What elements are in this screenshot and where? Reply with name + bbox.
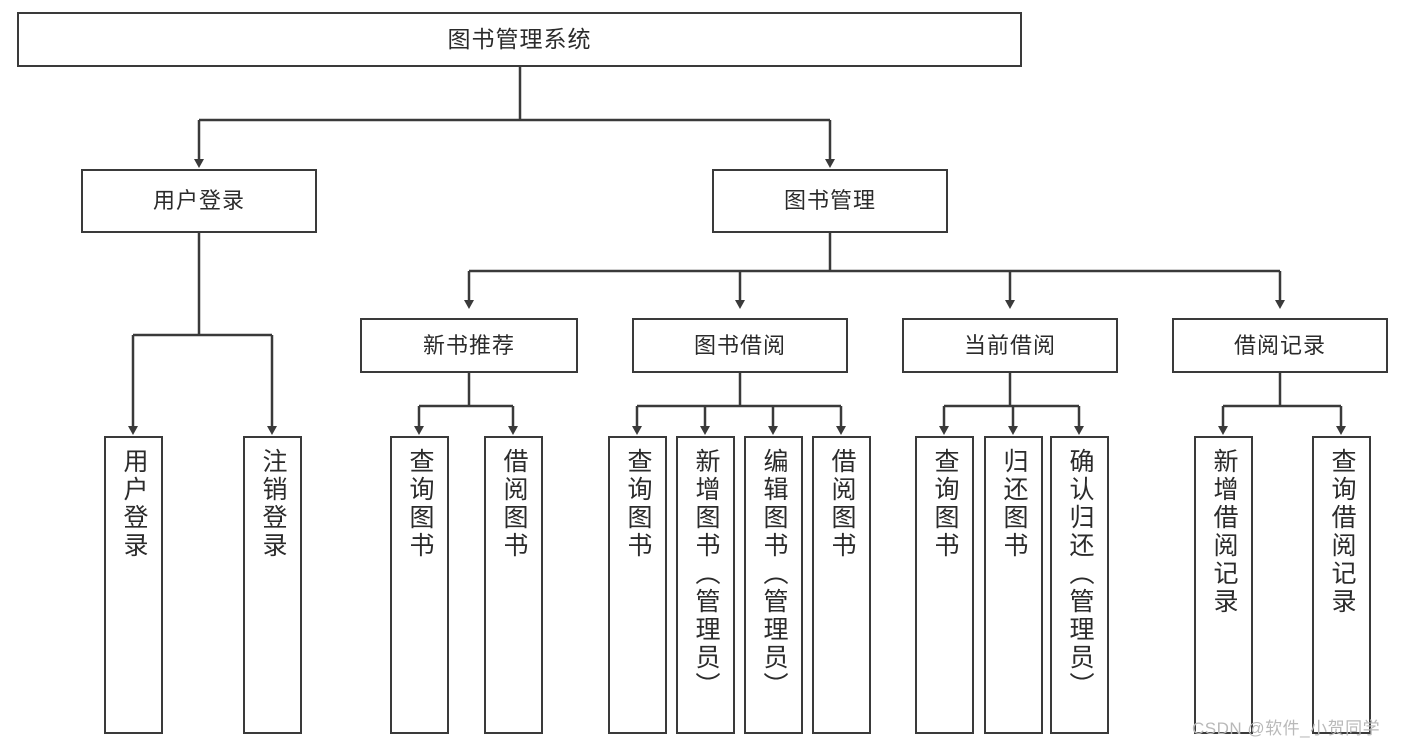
node-new-book-recommend[interactable]: 新书推荐 bbox=[360, 318, 578, 373]
node-current-borrow[interactable]: 当前借阅 bbox=[902, 318, 1118, 373]
leaf-current-borrow-return[interactable]: 归还图书 bbox=[984, 436, 1043, 734]
node-label: 新书推荐 bbox=[422, 332, 515, 358]
node-label: 归还图书 bbox=[1000, 448, 1028, 560]
node-label: 图书借阅 bbox=[693, 332, 786, 358]
leaf-user-login-login[interactable]: 用户登录 bbox=[104, 436, 163, 734]
leaf-user-login-logout[interactable]: 注销登录 bbox=[243, 436, 302, 734]
node-root-system[interactable]: 图书管理系统 bbox=[17, 12, 1022, 67]
node-book-management[interactable]: 图书管理 bbox=[712, 169, 948, 233]
node-label: 新增借阅记录 bbox=[1210, 448, 1238, 616]
node-book-borrow[interactable]: 图书借阅 bbox=[632, 318, 848, 373]
node-label: 借阅记录 bbox=[1233, 332, 1326, 358]
leaf-borrow-record-add[interactable]: 新增借阅记录 bbox=[1194, 436, 1253, 734]
node-borrow-record[interactable]: 借阅记录 bbox=[1172, 318, 1388, 373]
node-label: 编辑图书（管理员） bbox=[760, 448, 788, 700]
node-label: 图书管理系统 bbox=[447, 25, 592, 52]
leaf-current-borrow-confirm-return[interactable]: 确认归还（管理员） bbox=[1050, 436, 1109, 734]
node-label: 当前借阅 bbox=[963, 332, 1056, 358]
leaf-new-book-borrow[interactable]: 借阅图书 bbox=[484, 436, 543, 734]
leaf-book-borrow-query[interactable]: 查询图书 bbox=[608, 436, 667, 734]
leaf-book-borrow-borrow[interactable]: 借阅图书 bbox=[812, 436, 871, 734]
node-label: 注销登录 bbox=[259, 448, 287, 560]
leaf-borrow-record-query[interactable]: 查询借阅记录 bbox=[1312, 436, 1371, 734]
leaf-book-borrow-edit[interactable]: 编辑图书（管理员） bbox=[744, 436, 803, 734]
node-label: 用户登录 bbox=[152, 188, 245, 214]
node-label: 确认归还（管理员） bbox=[1066, 448, 1094, 700]
node-label: 查询图书 bbox=[931, 448, 959, 560]
node-label: 新增图书（管理员） bbox=[692, 448, 720, 700]
node-label: 借阅图书 bbox=[500, 448, 528, 560]
node-user-login[interactable]: 用户登录 bbox=[81, 169, 317, 233]
leaf-book-borrow-add[interactable]: 新增图书（管理员） bbox=[676, 436, 735, 734]
node-label: 借阅图书 bbox=[828, 448, 856, 560]
node-label: 查询借阅记录 bbox=[1328, 448, 1356, 616]
watermark: CSDN @软件_小贺同学 bbox=[1192, 719, 1381, 738]
node-label: 图书管理 bbox=[783, 188, 876, 214]
node-label: 用户登录 bbox=[120, 448, 148, 560]
leaf-new-book-query[interactable]: 查询图书 bbox=[390, 436, 449, 734]
leaf-current-borrow-query[interactable]: 查询图书 bbox=[915, 436, 974, 734]
node-label: 查询图书 bbox=[406, 448, 434, 560]
node-label: 查询图书 bbox=[624, 448, 652, 560]
